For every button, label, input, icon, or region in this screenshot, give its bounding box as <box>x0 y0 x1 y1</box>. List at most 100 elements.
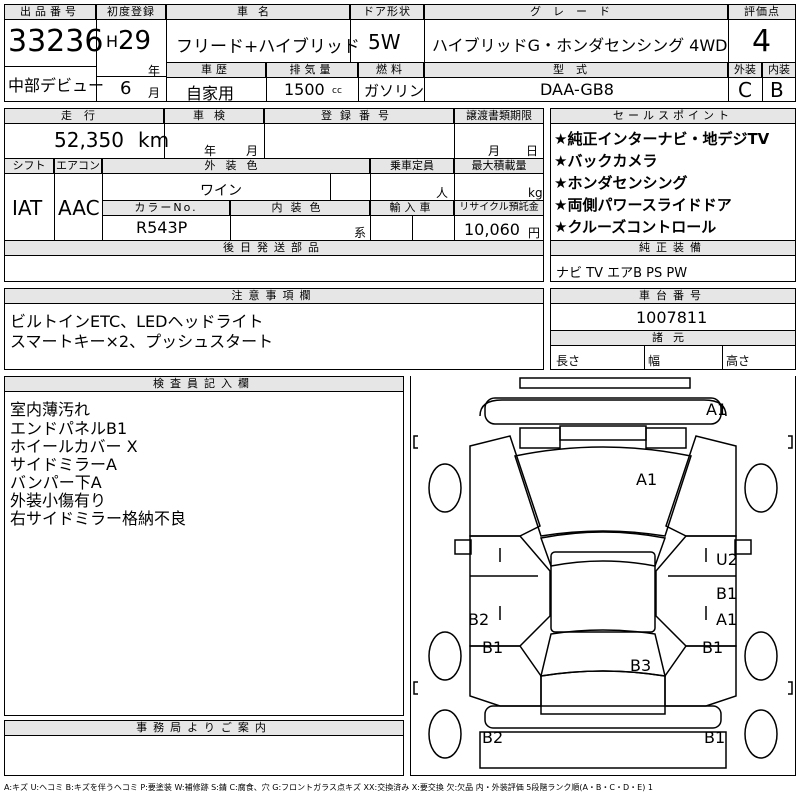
mark-right-rear-wheel: B1 <box>702 638 724 657</box>
year-unit: 年 <box>148 64 161 78</box>
chassis-no: 1007811 <box>636 308 708 327</box>
shift-header: シフト <box>4 158 54 174</box>
shift: IAT <box>12 196 43 220</box>
color-no-header: カラーNo. <box>102 200 230 216</box>
note-line: ビルトインETC、LEDヘッドライト <box>10 312 264 331</box>
mileage: 52,350 <box>54 128 124 152</box>
lot-number: 33236 <box>8 24 104 59</box>
sales-point-item: ★両側パワースライドドア <box>554 196 732 214</box>
equipment-header: 純正装備 <box>550 240 796 256</box>
mileage-header: 走行 <box>4 108 164 124</box>
recycle-unit: 円 <box>528 226 541 240</box>
history: 自家用 <box>186 84 235 103</box>
mileage-unit: km <box>138 128 170 152</box>
inspector-line: 室内薄汚れ <box>10 400 91 419</box>
mark-right-mid: B1 <box>716 584 738 603</box>
era: H <box>106 32 119 51</box>
office-header: 事務局よりご案内 <box>4 720 404 736</box>
int-score-header: 内装 <box>762 62 796 78</box>
inspector-line: 外装小傷有り <box>10 491 107 510</box>
grade-header: グレード <box>424 4 728 20</box>
color-no: R543P <box>136 218 188 237</box>
length-label: 長さ <box>556 354 581 368</box>
capacity-unit: 人 <box>436 186 449 200</box>
displacement-header: 排気量 <box>266 62 358 78</box>
notes-header: 注意事項欄 <box>4 288 544 304</box>
model-code: DAA-GB8 <box>540 80 614 99</box>
mark-right-front: U2 <box>716 550 738 569</box>
legend: A:キズ U:ヘコミ B:キズを伴うヘコミ P:要塗装 W:補修跡 S:錆 C:… <box>4 783 653 792</box>
transfer-month-unit: 月 <box>488 144 501 158</box>
sales-point-item: ★純正インターナビ・地デジTV <box>554 130 770 148</box>
month-unit: 月 <box>148 86 161 100</box>
fuel-header: 燃料 <box>358 62 424 78</box>
ext-color-header: 外装色 <box>102 158 370 174</box>
inspector-line: バンパー下A <box>10 473 102 492</box>
inspector-header: 検査員記入欄 <box>4 376 404 392</box>
reg-no-header: 登録番号 <box>264 108 454 124</box>
ext-color: ワイン <box>200 183 242 199</box>
sales-points-header: セールスポイント <box>550 108 796 124</box>
mark-roof-rear: B3 <box>630 656 652 675</box>
ext-score: C <box>738 78 752 102</box>
insp-year-unit: 年 <box>204 144 217 158</box>
max-load-unit: kg <box>528 186 543 200</box>
mark-front-bumper: A1 <box>706 400 728 419</box>
int-score: B <box>770 78 784 102</box>
inspector-line: 右サイドミラー格納不良 <box>10 509 187 528</box>
first-reg-header: 初度登録 <box>96 4 166 20</box>
sales-point-item: ★バックカメラ <box>554 152 658 170</box>
reg-year: 29 <box>118 26 152 56</box>
score-header: 評価点 <box>728 4 796 20</box>
inspector-block <box>4 376 404 716</box>
fuel: ガソリン <box>364 82 425 100</box>
int-color-unit: 系 <box>354 226 367 240</box>
insp-month-unit: 月 <box>246 144 259 158</box>
recycle-header: リサイクル預託金 <box>454 200 544 216</box>
car-name: フリード+ハイブリッド <box>176 37 360 57</box>
ac-header: エアコン <box>54 158 102 174</box>
grade: ハイブリッドG・ホンダセンシング 4WD <box>432 36 728 55</box>
transfer-header: 譲渡書類期限 <box>454 108 544 124</box>
mark-left-rear-door: B2 <box>468 610 490 629</box>
door-header: ドア形状 <box>350 4 424 20</box>
max-load-header: 最大積載量 <box>454 158 544 174</box>
mark-rear-right: B1 <box>704 728 726 747</box>
ext-score-header: 外装 <box>728 62 762 78</box>
sales-point-item: ★クルーズコントロール <box>554 218 717 236</box>
inspection-header: 車検 <box>164 108 264 124</box>
import-header: 輸入車 <box>370 200 454 216</box>
mark-rear-left: B2 <box>482 728 504 747</box>
width-label: 幅 <box>648 354 661 368</box>
model-header: 型式 <box>424 62 728 78</box>
door-type: 5W <box>368 30 401 54</box>
sales-point-item: ★ホンダセンシング <box>554 174 688 192</box>
ac: AAC <box>58 196 100 220</box>
inspector-line: エンドパネルB1 <box>10 419 128 438</box>
score: 4 <box>752 24 772 59</box>
displacement-unit: cc <box>332 86 342 96</box>
recycle-amount: 10,060 <box>464 220 520 239</box>
debut-label: 中部デビュー <box>8 76 105 95</box>
displacement: 1500 <box>284 80 325 99</box>
transfer-day-unit: 日 <box>526 144 539 158</box>
int-color-header: 内装色 <box>230 200 370 216</box>
inspector-line: ホイールカバー X <box>10 437 138 456</box>
car-name-header: 車名 <box>166 4 350 20</box>
mark-right-mirror: A1 <box>716 610 738 629</box>
chassis-header: 車台番号 <box>550 288 796 304</box>
equipment-value: ナビ TV エアB PS PW <box>556 266 688 281</box>
later-parts-header: 後日発送部品 <box>4 240 544 256</box>
lot-no-header: 出品番号 <box>4 4 96 20</box>
inspector-line: サイドミラーA <box>10 455 117 474</box>
mark-hood: A1 <box>636 470 658 489</box>
car-diagram <box>413 377 793 769</box>
height-label: 高さ <box>726 354 751 368</box>
capacity-header: 乗車定員 <box>370 158 454 174</box>
spec-header: 諸元 <box>550 330 796 346</box>
reg-month: 6 <box>120 78 132 99</box>
history-header: 車歴 <box>166 62 266 78</box>
note-line: スマートキー×2、プッシュスタート <box>10 332 274 351</box>
header-block <box>4 4 796 102</box>
mark-left-rear-wheel: B1 <box>482 638 504 657</box>
